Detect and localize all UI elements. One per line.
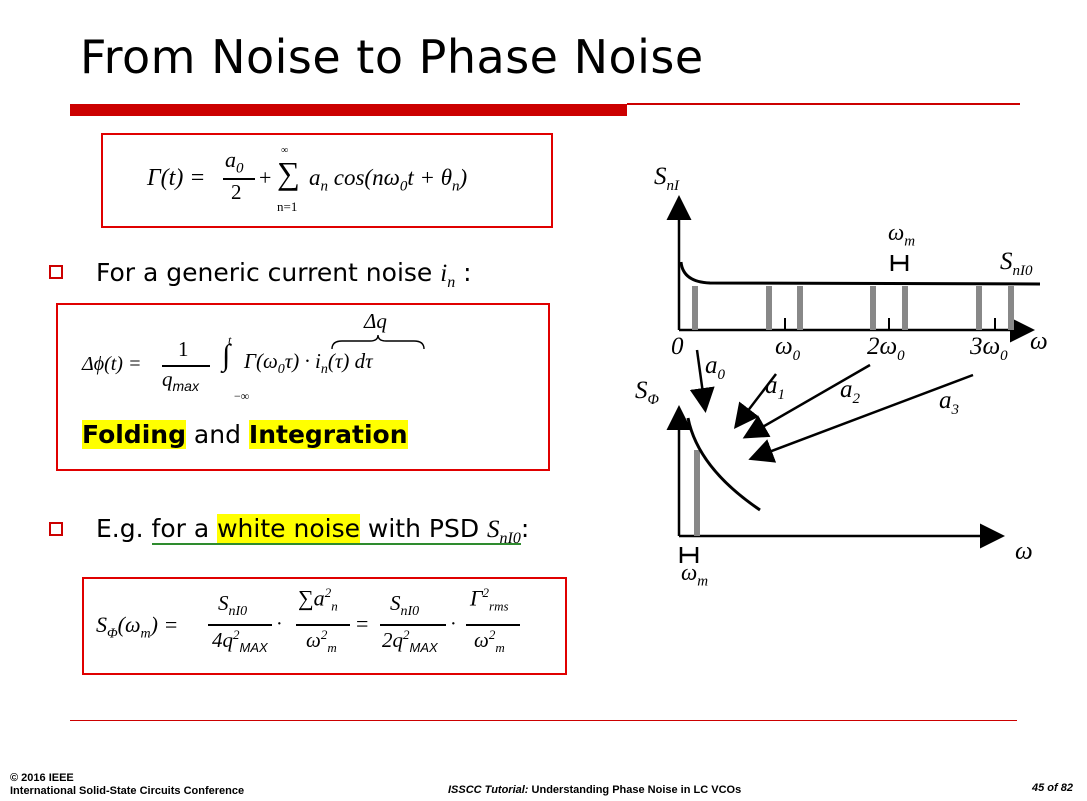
top-bar-2w0-right <box>902 286 908 330</box>
x-omega-label-top: ω <box>1030 328 1048 355</box>
eq3-f2-den: ω2m <box>306 627 337 656</box>
bottom-bar <box>694 450 700 536</box>
eq3-f3-num: SnI0 <box>390 591 420 620</box>
phase-noise-psd-equation-box: SΦ(ωm) = SnI0 4q2MAX · ∑a2n ω2m = SnI0 2… <box>82 577 567 675</box>
footer-page-number: 45 of 82 <box>1032 782 1073 794</box>
bullet-white-noise: E.g. for a white noise with PSD SnI0: <box>96 514 530 547</box>
a1-label: a1 <box>765 372 785 403</box>
footer-conference: International Solid-State Circuits Confe… <box>10 785 245 797</box>
eq1-fraction-line <box>223 178 255 180</box>
current-noise-psd-curve <box>679 261 1041 286</box>
footer-tutorial: ISSCC Tutorial: Understanding Phase Nois… <box>448 784 742 796</box>
folding-integration-text: Folding and Integration <box>82 420 408 449</box>
title-underline-line <box>627 103 1020 105</box>
bullet-square <box>49 522 63 536</box>
eq1-sigma: ∑ <box>277 155 300 191</box>
a3-label: a3 <box>939 387 959 418</box>
eq2-brace-label: Δq <box>364 309 387 333</box>
eq1-sum-lower: n=1 <box>277 199 298 214</box>
top-bar-w0-right <box>797 286 803 330</box>
footer-copyright: © 2016 IEEE <box>10 772 74 784</box>
phase-integral-equation-box: Δϕ(t) = 1 qmax t ∫ −∞ Γ(ω0τ) · in(τ) dτ … <box>56 303 550 471</box>
arrow-a2 <box>742 363 871 439</box>
footer-divider <box>70 720 1017 721</box>
top-bar-3w0-left <box>976 286 982 330</box>
eq3-f1-den: 4q2MAX <box>212 627 268 656</box>
eq2-den: qmax <box>162 367 199 395</box>
x-3w0-label: 3ω0 <box>970 333 1008 364</box>
wm-label-top: ωm <box>888 220 916 250</box>
eq1-lhs: Γ(t) = <box>147 165 206 191</box>
eq2-int-upper: t <box>228 333 232 347</box>
eq3-f2-num: ∑a2n <box>298 585 338 614</box>
a2-label: a2 <box>840 376 860 407</box>
eq1-den: 2 <box>231 180 242 204</box>
x-omega-label-bottom: ω <box>1015 538 1033 565</box>
eq2-fraction-line <box>162 365 210 367</box>
eq2-num: 1 <box>178 337 189 361</box>
eq1-sum-upper: ∞ <box>281 145 289 156</box>
title-underline-bar <box>70 104 627 116</box>
eq2-integral: ∫ <box>222 339 231 372</box>
x-w0-label: ω0 <box>775 333 801 364</box>
eq3-f1-line <box>208 624 272 626</box>
eq2-integrand: Γ(ω0τ) · in(τ) dτ <box>244 349 373 378</box>
eq2-lhs: Δϕ(t) = <box>82 353 142 375</box>
x-zero-label: 0 <box>671 333 684 360</box>
phase-noise-psd-curve <box>686 417 761 512</box>
eq3-f3-line <box>380 624 446 626</box>
slide-title: From Noise to Phase Noise <box>80 30 704 84</box>
sni0-label: SnI0 <box>1000 248 1033 279</box>
eq3-f2-line <box>296 624 350 626</box>
arrow-a0 <box>689 349 715 413</box>
eq1-plus: + <box>259 165 272 190</box>
a0-label: a0 <box>705 352 725 383</box>
eq3-equals: = <box>356 611 369 636</box>
eq3-dot1: · <box>276 613 283 635</box>
eq2-int-lower: −∞ <box>234 389 250 403</box>
eq3-f4-line <box>466 624 520 626</box>
top-bar-2w0-left <box>870 286 876 330</box>
eq3-dot2: · <box>450 613 457 635</box>
eq1-term: an cos(nω0t + θn) <box>309 165 468 195</box>
bullet-generic-current-noise: For a generic current noise in : <box>96 258 472 291</box>
top-y-label: SnI <box>654 163 679 194</box>
impulse-sensitivity-equation-box: Γ(t) = a0 2 + ∞ ∑ n=1 an cos(nω0t + θn) <box>101 133 553 228</box>
top-bar-3w0-right <box>1008 286 1014 330</box>
arrow-a3 <box>748 373 974 463</box>
eq3-f1-num: SnI0 <box>218 591 248 620</box>
wm-label-bottom: ωm <box>681 560 709 590</box>
eq3-lhs: SΦ(ωm) = <box>96 612 179 642</box>
eq1-a0: a0 <box>225 147 244 177</box>
eq2-overbrace <box>331 334 425 350</box>
eq3-f3-den: 2q2MAX <box>382 627 438 656</box>
top-bar-w0-left <box>766 286 772 330</box>
bullet-square <box>49 265 63 279</box>
top-bar-dc <box>692 286 698 330</box>
bottom-y-label: SΦ <box>635 377 659 408</box>
eq3-f4-den: ω2m <box>474 627 505 656</box>
x-2w0-label: 2ω0 <box>867 333 905 364</box>
eq3-f4-num: Γ2rms <box>470 585 509 614</box>
